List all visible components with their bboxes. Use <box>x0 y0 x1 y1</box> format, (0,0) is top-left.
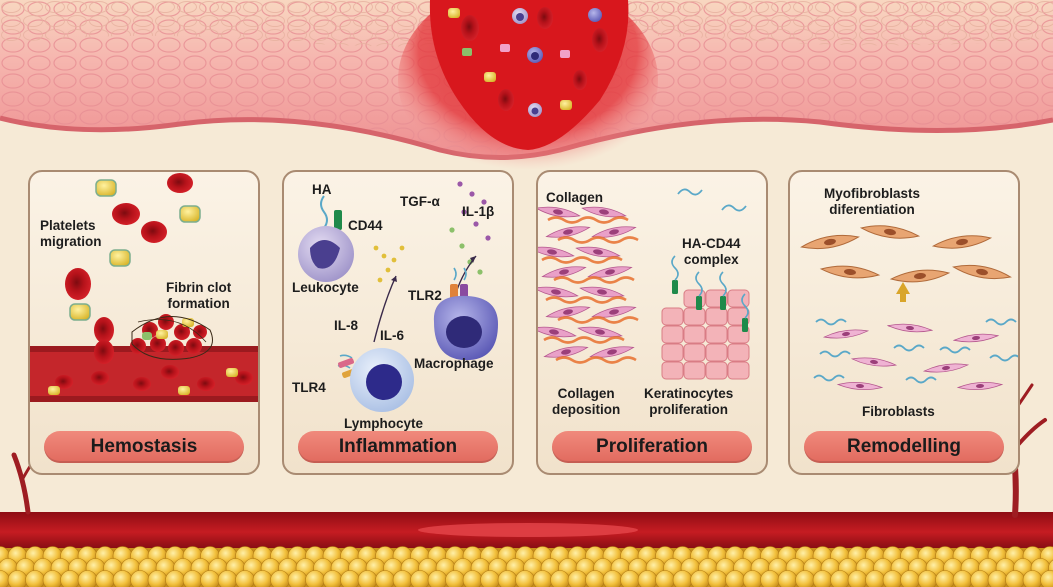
label-tgf-alpha: TGF-α <box>400 194 440 209</box>
stage-button-proliferation[interactable]: Proliferation <box>552 431 752 463</box>
wound-site <box>398 0 658 180</box>
panel-hemostasis: Platelets migration Fibrin clot formatio… <box>28 170 260 475</box>
label-collagen: Collagen <box>546 190 604 205</box>
stage-button-inflammation[interactable]: Inflammation <box>298 431 498 463</box>
remodelling-illustration <box>800 225 1018 391</box>
label-platelets-migration: Platelets migration <box>40 218 102 249</box>
label-macrophage: Macrophage <box>414 356 494 371</box>
panel-inflammation: HA CD44 Leukocyte TGF-α IL-1β TLR2 IL-8 … <box>282 170 514 475</box>
hemostasis-illustration <box>30 173 258 402</box>
stage-button-remodelling[interactable]: Remodelling <box>804 431 1004 463</box>
stage-button-hemostasis[interactable]: Hemostasis <box>44 431 244 463</box>
blood-vessel <box>0 512 1053 552</box>
label-cd44: CD44 <box>348 218 383 233</box>
label-il-1beta: IL-1β <box>462 204 495 219</box>
label-tlr4: TLR4 <box>292 380 326 395</box>
label-ha-cd44-complex: HA-CD44 complex <box>682 236 741 267</box>
label-il-8: IL-8 <box>334 318 359 333</box>
fat-layer <box>0 546 1053 587</box>
label-myofibroblasts-differentiation: Myofibroblasts diferentiation <box>824 186 921 217</box>
label-il-6: IL-6 <box>380 328 405 343</box>
inflammation-illustration <box>298 181 498 412</box>
proliferation-illustration <box>538 188 750 380</box>
panel-proliferation: Collagen HA-CD44 complex Collagen deposi… <box>536 170 768 475</box>
label-leukocyte: Leukocyte <box>292 280 359 295</box>
label-fibrin-clot-formation: Fibrin clot formation <box>166 280 232 311</box>
label-collagen-deposition: Collagen deposition <box>552 386 621 417</box>
label-tlr2: TLR2 <box>408 288 442 303</box>
label-lymphocyte: Lymphocyte <box>344 416 424 431</box>
panel-remodelling: Myofibroblasts diferentiation Fibroblast… <box>788 170 1020 475</box>
label-fibroblasts: Fibroblasts <box>862 404 935 419</box>
label-keratinocytes-proliferation: Keratinocytes proliferation <box>644 386 734 417</box>
label-ha: HA <box>312 182 332 197</box>
